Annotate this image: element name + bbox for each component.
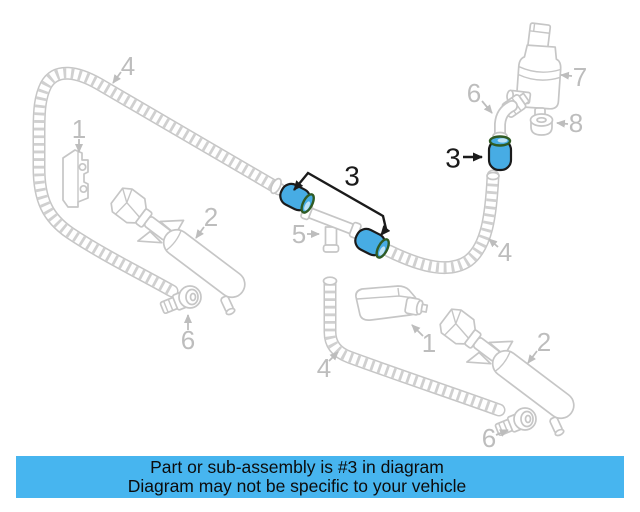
label-3-at-pump: 3	[445, 143, 461, 174]
arrow-7	[560, 71, 573, 80]
elbow-connector	[492, 92, 531, 141]
bracket-left	[62, 149, 89, 208]
arrow-2-bottom-right	[527, 350, 538, 364]
label-6-left: 6	[181, 325, 195, 355]
arrow-6-bottom-right	[495, 429, 509, 437]
arrow-4-right	[488, 238, 499, 248]
pump-grommet	[529, 113, 554, 136]
cover-box	[355, 285, 429, 321]
notice-line-1: Part or sub-assembly is #3 in diagram	[150, 456, 444, 477]
label-4-right: 4	[498, 237, 512, 267]
label-4-bottom: 4	[317, 353, 331, 383]
hose-end-ring	[322, 276, 338, 286]
label-2-bottom: 2	[537, 327, 551, 357]
arrow-1-bottom	[411, 324, 424, 337]
label-8: 8	[569, 108, 583, 138]
label-3-pair: 3	[344, 161, 360, 192]
hose-end-ring	[270, 177, 282, 195]
notice-banner: Part or sub-assembly is #3 in diagram Di…	[16, 456, 624, 498]
hose-connector-highlight-3	[487, 135, 513, 172]
label-1-top-left: 1	[72, 114, 86, 144]
hose-bottom	[322, 276, 506, 417]
label-4-top-left: 4	[121, 51, 135, 81]
arrow-6-top-right	[481, 100, 493, 114]
arrow-4-top-left	[112, 71, 122, 84]
label-7: 7	[573, 62, 587, 92]
label-5: 5	[292, 219, 306, 249]
label-1-bottom: 1	[422, 328, 436, 358]
notice-line-2: Diagram may not be specific to your vehi…	[127, 476, 467, 496]
label-6-top-right: 6	[467, 78, 481, 108]
arrow-8	[556, 119, 569, 128]
arrow-4-bottom	[328, 351, 339, 362]
hose-top-left	[32, 66, 286, 298]
arrow-2-left	[195, 226, 205, 239]
label-6-bottom: 6	[482, 423, 496, 453]
label-2-left: 2	[204, 202, 218, 232]
hose-right	[382, 169, 500, 275]
hose-end-ring	[486, 171, 500, 181]
callout-bracket-3	[293, 171, 391, 236]
